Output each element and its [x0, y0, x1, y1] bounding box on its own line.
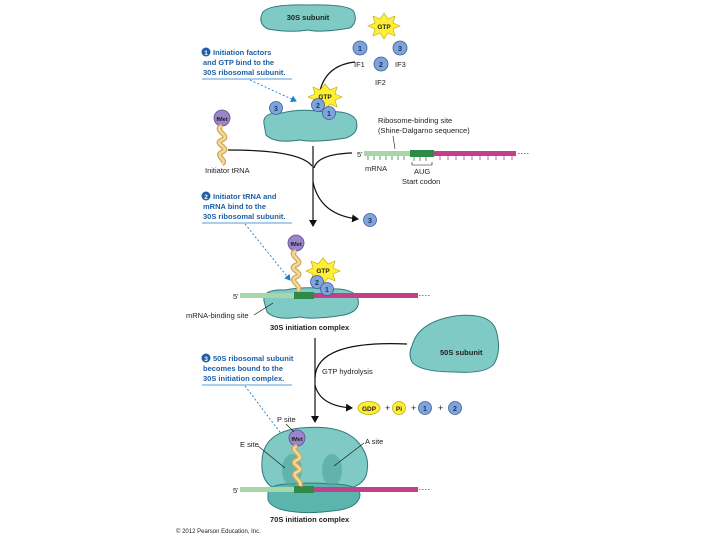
if2-number: 2	[379, 62, 383, 69]
a-site-label: A site	[365, 437, 383, 446]
step-1-line-3: 30S ribosomal subunit.	[203, 68, 286, 77]
subunit-30s-with-factors: GTP 2 1 3	[263, 83, 358, 142]
released-if3-number: 3	[368, 218, 372, 225]
arrow-50s-join	[314, 343, 408, 379]
mrna-strand-1: 5' Ribosome-binding site (Shine-Dalgarno…	[357, 116, 530, 186]
factor-3-number: 3	[274, 106, 278, 113]
arrow-if3-release	[312, 181, 359, 223]
if2-circle	[373, 56, 389, 72]
if3-circle	[392, 40, 408, 56]
start-codon-label: Start codon	[402, 177, 440, 186]
released-if2-number: 2	[453, 406, 457, 413]
e-site-label: E site	[240, 440, 259, 449]
factor-1-number: 1	[327, 111, 331, 118]
step-2-line-2: mRNA bind to the	[203, 202, 266, 211]
rbs-label-line-1: Ribosome-binding site	[378, 116, 452, 125]
arrow-mrna-join	[313, 152, 353, 169]
fmet-label-3: fMet	[291, 437, 302, 443]
pi-label: Pi	[396, 406, 402, 413]
step-3-number: 3	[204, 356, 208, 363]
mrna-label-1: mRNA	[365, 164, 387, 173]
plus-1: +	[385, 403, 390, 413]
aug-label: AUG	[414, 167, 430, 176]
step-3-line-3: 30S initiation complex.	[203, 374, 284, 383]
plus-3: +	[438, 403, 443, 413]
complex-30s-label: 30S initiation complex	[270, 323, 350, 332]
initiation-complex-70s: 5' fMet P site E site A site 70S initiat…	[233, 415, 430, 524]
if1-number: 1	[358, 46, 362, 53]
mrna-five-prime-2: 5'	[233, 292, 239, 301]
initiator-trna-label: Initiator tRNA	[205, 166, 250, 175]
plus-2: +	[411, 403, 416, 413]
initiator-trna: fMet Initiator tRNA	[205, 109, 250, 175]
released-if3	[363, 213, 377, 227]
if3-label: IF3	[395, 60, 406, 69]
fmet-label-2: fMet	[290, 242, 301, 248]
gtp-label-2: GTP	[318, 94, 332, 101]
step-1-line-2: and GTP bind to the	[203, 58, 274, 67]
mrna-five-prime-3: 5'	[233, 486, 239, 495]
mrna-five-prime-1: 5'	[357, 150, 363, 159]
label-50s-subunit: 50S subunit	[440, 348, 483, 357]
step-1-text: 1 Initiation factors and GTP bind to the…	[201, 47, 297, 103]
p-site-label: P site	[277, 415, 296, 424]
step-2-number: 2	[204, 194, 208, 201]
released-if1-number: 1	[423, 406, 427, 413]
step-3-line-1: 50S ribosomal subunit	[213, 354, 294, 363]
gtp-label-top: GTP	[377, 24, 391, 31]
gtp-hydrolysis-label: GTP hydrolysis	[322, 367, 373, 376]
gdp-label: GDP	[362, 406, 377, 413]
step-1-line-1: Initiation factors	[213, 48, 271, 57]
gtp-burst-top: GTP	[367, 12, 401, 40]
if2-label: IF2	[375, 78, 386, 87]
label-30s-subunit: 30S subunit	[287, 13, 330, 22]
arrow-trna-join	[227, 149, 313, 167]
if3-number: 3	[398, 46, 402, 53]
complex-factor-1-number: 1	[325, 287, 329, 294]
if1-circle	[352, 40, 368, 56]
initiation-complex-30s: 5' fMet GTP 2 1 mRNA-binding site 30S in…	[186, 234, 430, 332]
mrna-binding-site-label: mRNA-binding site	[186, 311, 249, 320]
step-3-line-2: becomes bound to the	[203, 364, 283, 373]
initiation-factors-top: 1 IF1 3 IF3 2 IF2	[352, 40, 408, 87]
step-2-line-3: 30S ribosomal subunit.	[203, 212, 286, 221]
copyright-text: © 2012 Pearson Education, Inc.	[176, 528, 261, 535]
gtp-label-3: GTP	[316, 268, 330, 275]
hydrolysis-products: GDP + Pi + 1 + 2	[357, 401, 462, 415]
step-2-text: 2 Initiator tRNA and mRNA bind to the 30…	[201, 191, 292, 281]
step-1-number: 1	[204, 50, 208, 57]
subunit-50s: 50S subunit	[409, 314, 500, 373]
fmet-label-1: fMet	[216, 117, 227, 123]
step-2-line-1: Initiator tRNA and	[213, 192, 277, 201]
if1-label: IF1	[354, 60, 365, 69]
complex-70s-label: 70S initiation complex	[270, 515, 350, 524]
rbs-label-line-2: (Shine-Dalgarno sequence)	[378, 126, 470, 135]
factor-2-number: 2	[316, 103, 320, 110]
complex-factor-2-number: 2	[315, 280, 319, 287]
subunit-30s-top: 30S subunit	[260, 4, 356, 32]
arrow-products	[314, 384, 353, 412]
